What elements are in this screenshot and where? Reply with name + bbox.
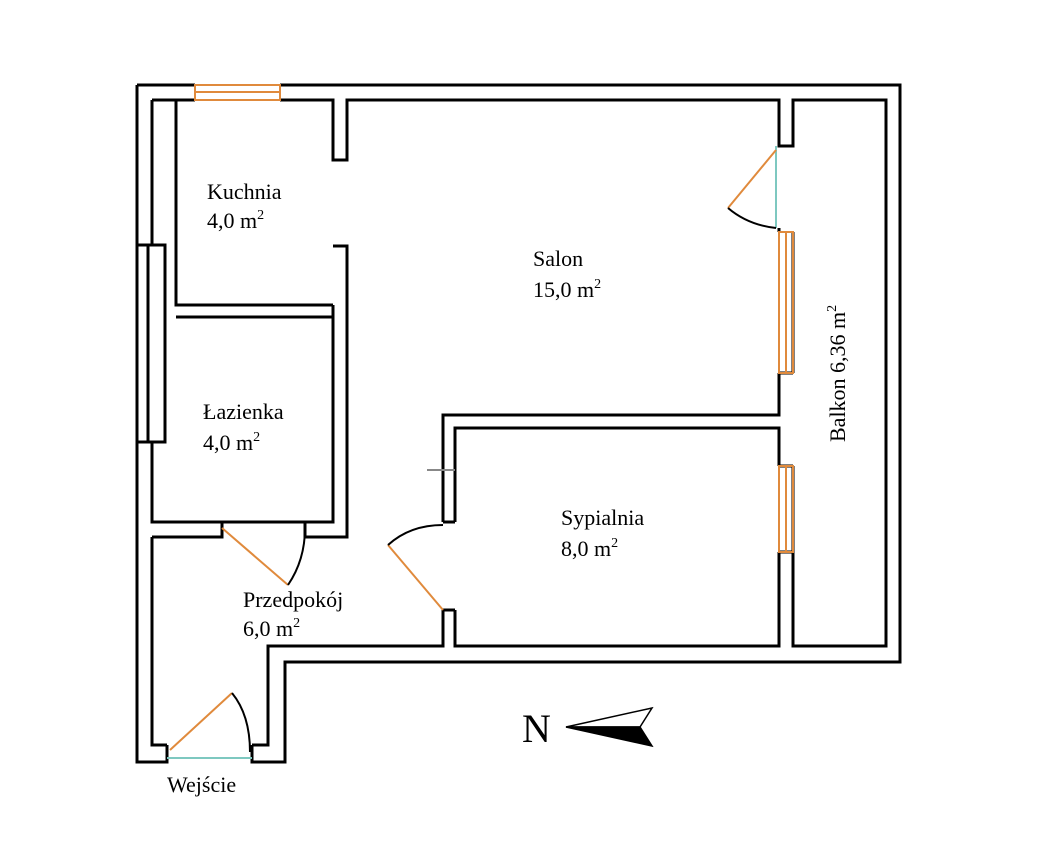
bathroom-name: Łazienka <box>203 399 284 424</box>
doors <box>167 146 777 759</box>
kitchen-area: 4,0 m2 <box>207 208 264 233</box>
bedroom-walls <box>441 228 795 648</box>
outer-walls <box>135 83 902 764</box>
bedroom-name: Sypialnia <box>561 505 644 530</box>
kitchen-bath-walls <box>152 100 349 539</box>
north-arrow-icon <box>565 706 654 728</box>
salon-area: 15,0 m2 <box>533 277 601 302</box>
room-labels: Kuchnia 4,0 m2 Salon 15,0 m2 Łazienka 4,… <box>167 179 850 797</box>
bedroom-area: 8,0 m2 <box>561 536 618 561</box>
salon-name: Salon <box>533 246 583 271</box>
compass: N <box>522 706 654 751</box>
north-arrow-shadow <box>565 726 654 748</box>
kitchen-name: Kuchnia <box>207 179 282 204</box>
hallway-area: 6,0 m2 <box>243 616 300 641</box>
bathroom-area: 4,0 m2 <box>203 430 260 455</box>
entrance-label: Wejście <box>167 772 236 797</box>
hallway-name: Przedpokój <box>243 587 343 612</box>
north-label: N <box>522 706 551 751</box>
balcony-label: Balkon 6,36 m2 <box>825 305 850 442</box>
windows <box>194 84 794 553</box>
